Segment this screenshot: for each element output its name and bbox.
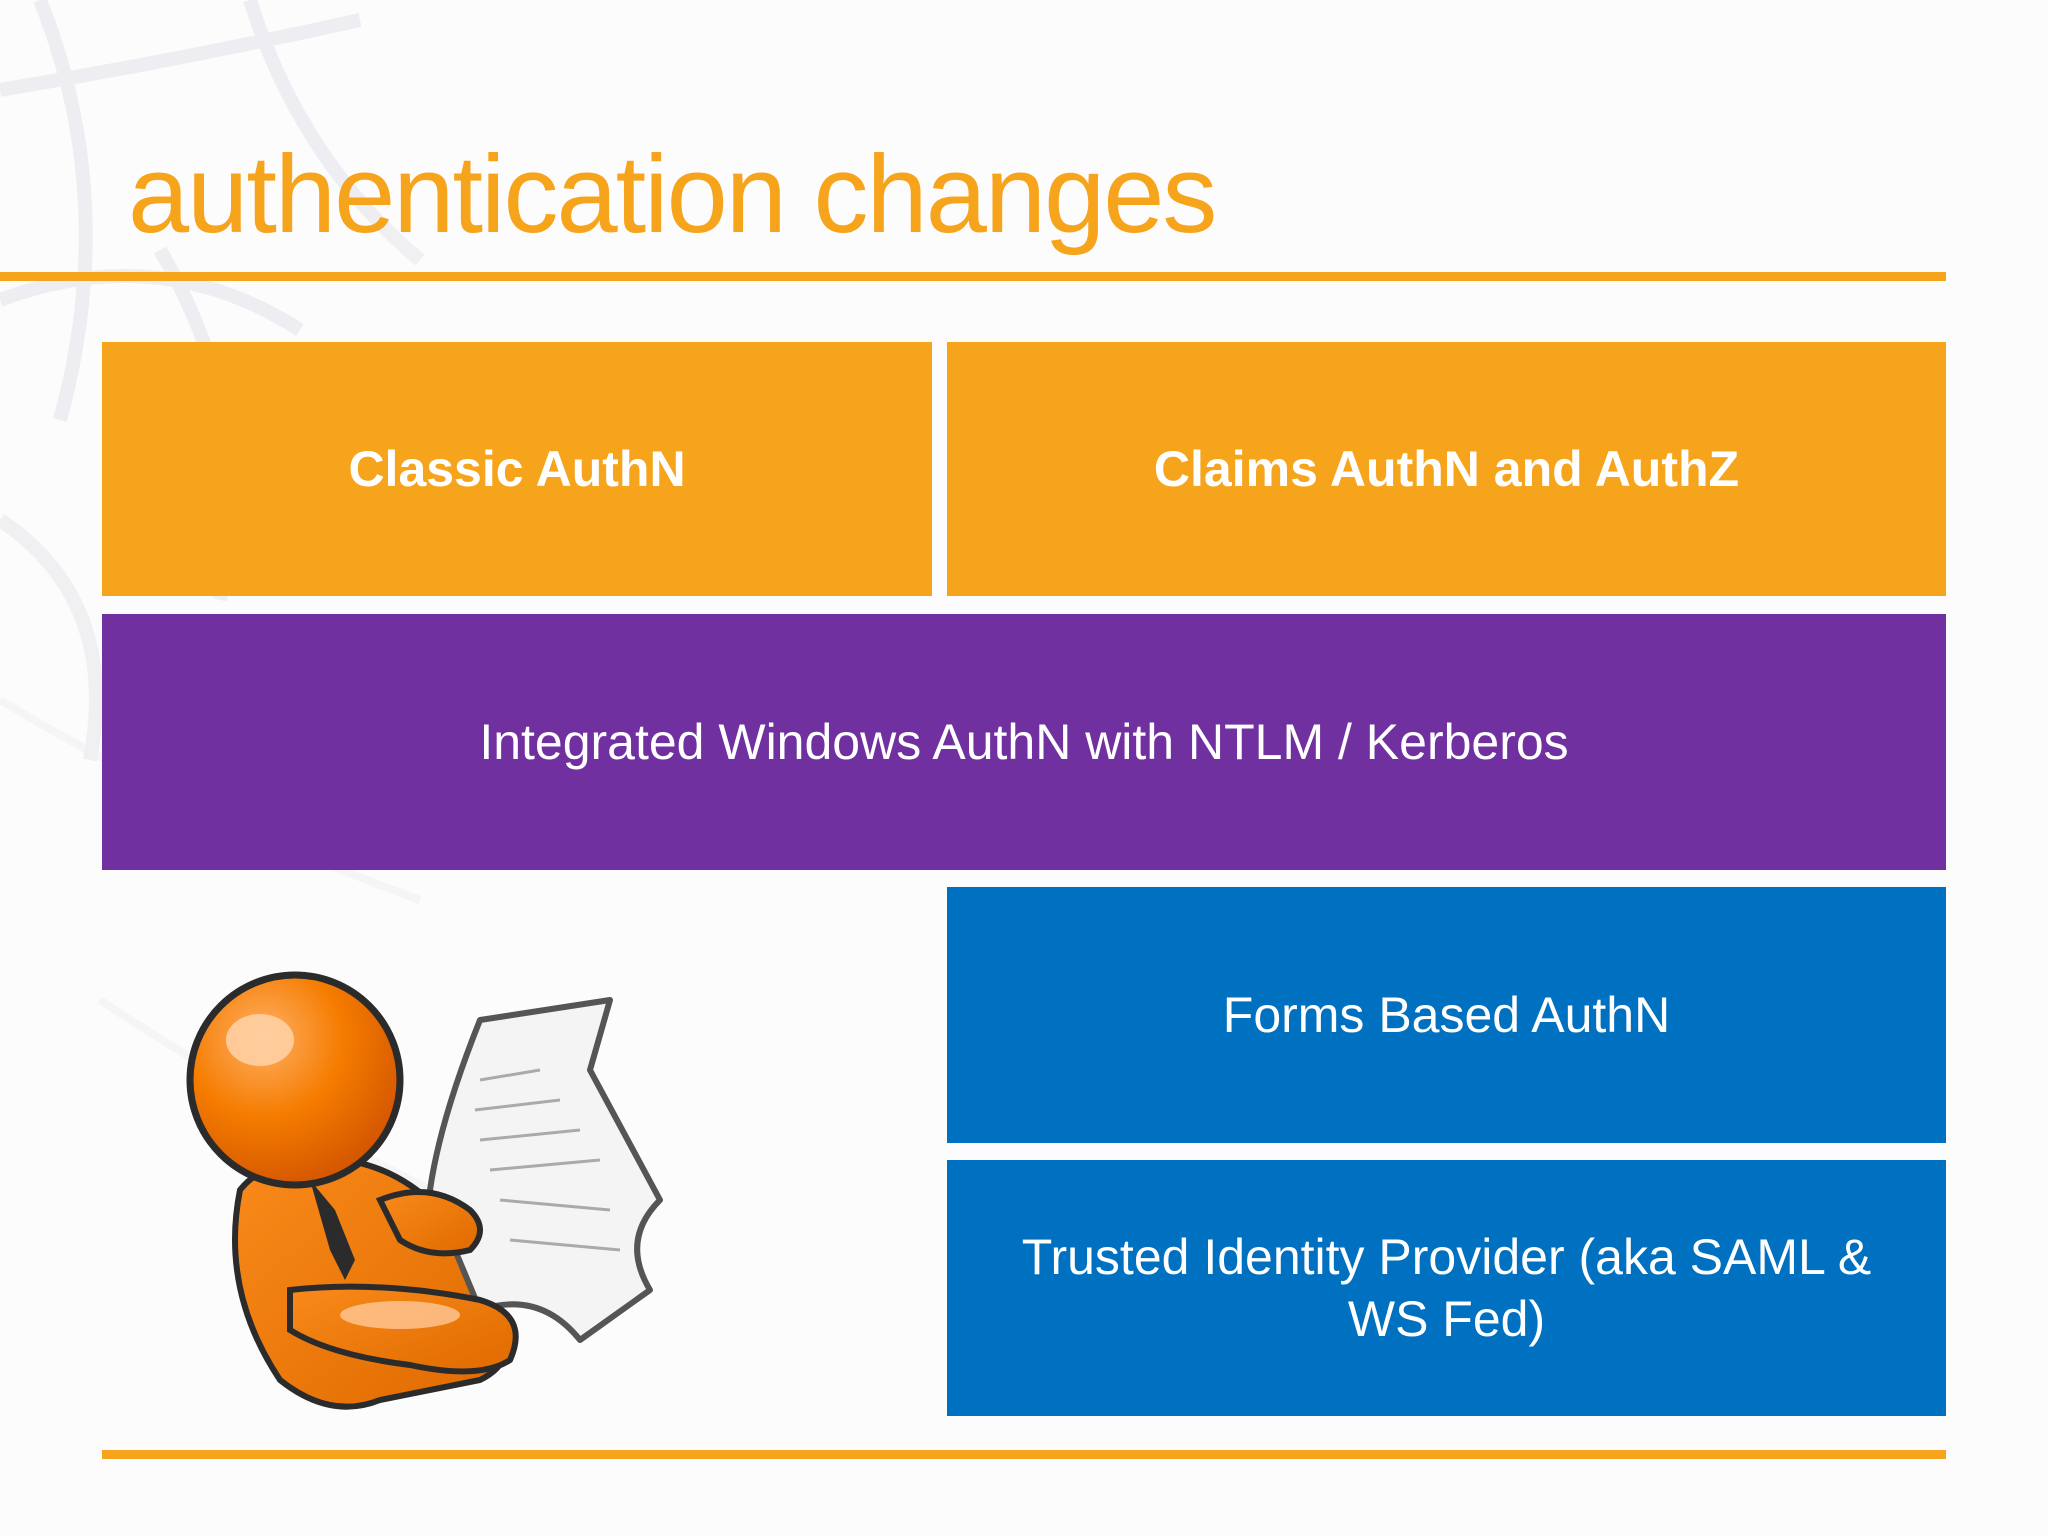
- slide-title: authentication changes: [128, 133, 1217, 256]
- trusted-identity-provider-box: Trusted Identity Provider (aka SAML & WS…: [947, 1160, 1946, 1416]
- title-divider: [0, 272, 1946, 281]
- orange-figure-illustration: [186, 971, 663, 1410]
- integrated-windows-authn-label: Integrated Windows AuthN with NTLM / Ker…: [479, 714, 1569, 770]
- classic-authn-box: Classic AuthN: [102, 342, 932, 596]
- claims-authn-box: Claims AuthN and AuthZ: [947, 342, 1946, 596]
- classic-authn-label: Classic AuthN: [348, 441, 686, 497]
- forms-based-authn-label: Forms Based AuthN: [1222, 987, 1671, 1043]
- integrated-windows-authn-box: Integrated Windows AuthN with NTLM / Ker…: [102, 614, 1946, 870]
- forms-based-authn-box: Forms Based AuthN: [947, 887, 1946, 1143]
- bottom-divider: [102, 1450, 1946, 1459]
- trusted-identity-provider-label: Trusted Identity Provider (aka SAML & WS…: [1021, 1229, 1872, 1347]
- claims-authn-label: Claims AuthN and AuthZ: [1153, 441, 1740, 497]
